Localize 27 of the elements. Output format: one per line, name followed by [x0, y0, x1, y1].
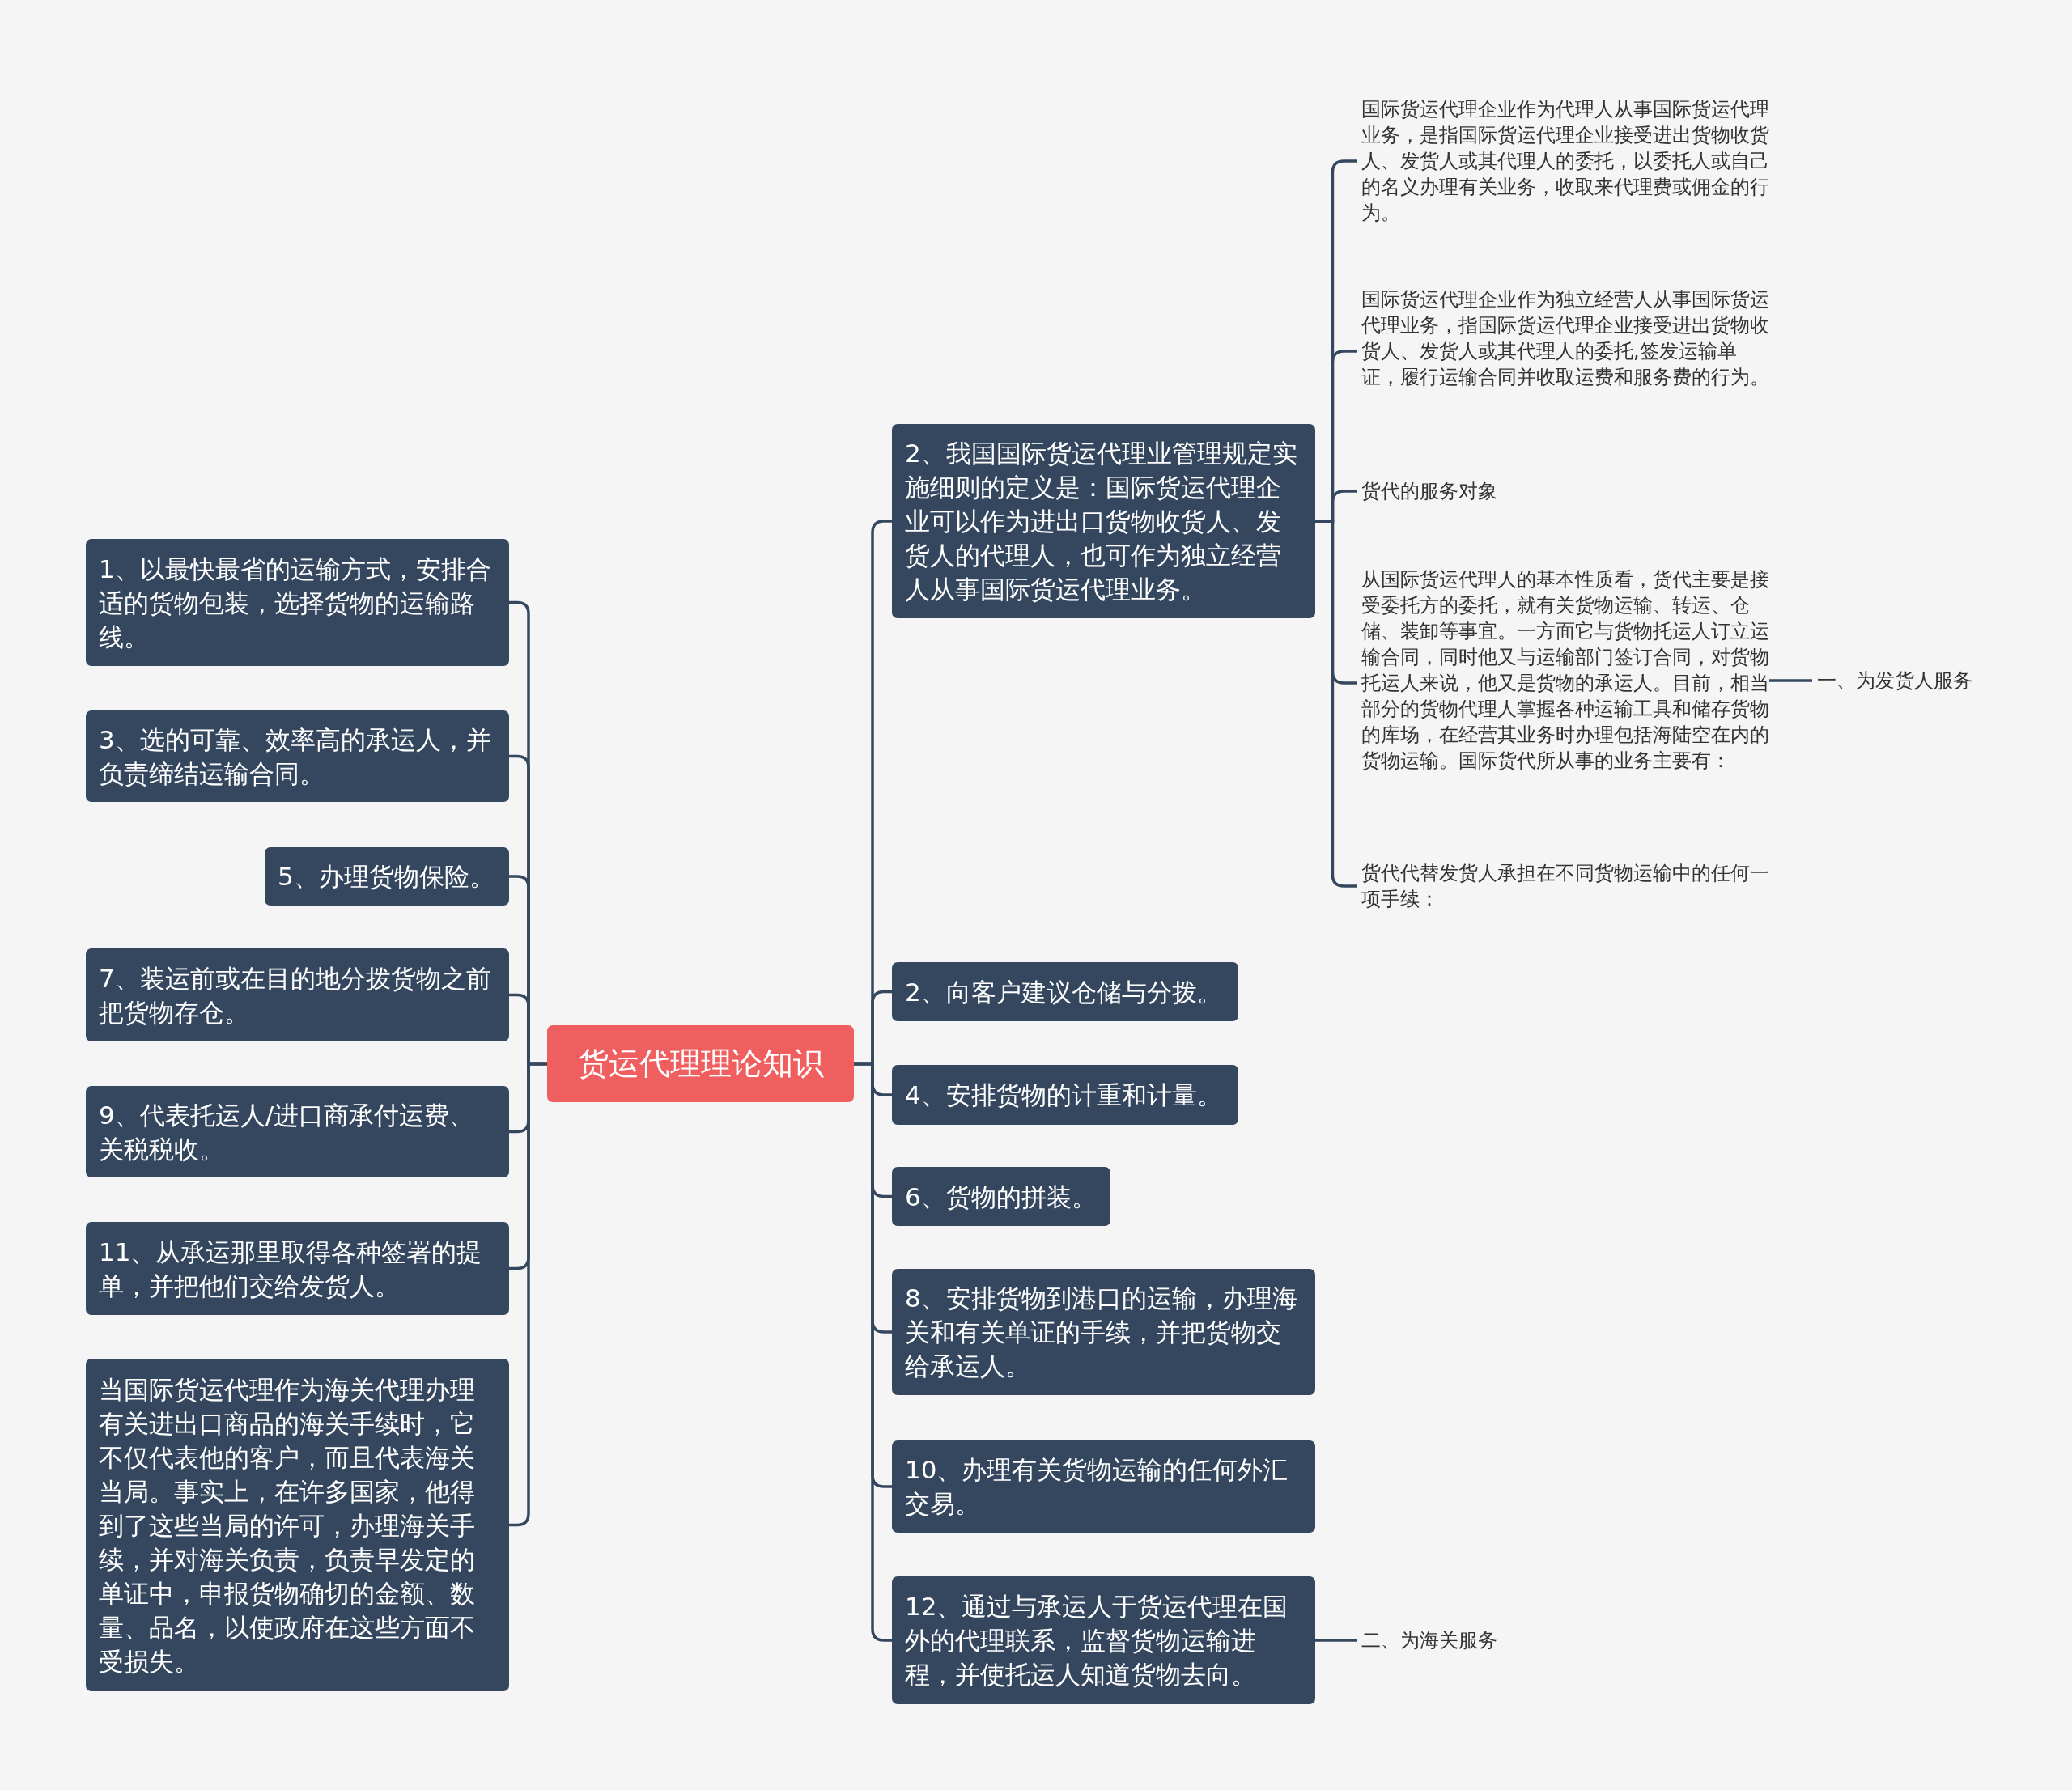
- connector-line: [1315, 1639, 1357, 1642]
- topic-box: 2、我国国际货运代理业管理规定实施细则的定义是：国际货运代理企业可以作为进出口货物收货人、发货人的代理人，也可作为独立经营人从事国际货运代理业务。: [892, 424, 1315, 618]
- topic-box: 12、通过与承运人于货运代理在国外的代理联系，监督货物运输进程，并使托运人知道货物去向。: [892, 1576, 1315, 1704]
- topic-box: 当国际货运代理作为海关代理办理有关进出口商品的海关手续时，它不仅代表他的客户，而且代表海关当局。事实上，在许多国家，他得到了这些当局的许可，办理海关手续，并对海关负责，负责早发定的单证中，申报货物确切的金额、数量、品名，以使政府在这些方面不受损失。: [86, 1359, 509, 1691]
- topic-box: 4、安排货物的计重和计量。: [892, 1065, 1238, 1125]
- connector-line: [854, 1062, 892, 1642]
- connector-line: [1315, 520, 1357, 888]
- topic-box: 5、办理货物保险。: [265, 847, 509, 906]
- note-text: 货代的服务对象: [1361, 478, 1770, 504]
- note-text: 二、为海关服务: [1361, 1627, 1572, 1653]
- topic-box: 8、安排货物到港口的运输，办理海关和有关单证的手续，并把货物交给承运人。: [892, 1269, 1315, 1395]
- topic-box: 2、向客户建议仓储与分拨。: [892, 962, 1238, 1021]
- topic-box: 1、以最快最省的运输方式，安排合适的货物包装，选择货物的运输路线。: [86, 539, 509, 666]
- topic-box: 6、货物的拼装。: [892, 1167, 1110, 1226]
- topic-box: 9、代表托运人/进口商承付运费、关税税收。: [86, 1086, 509, 1177]
- topic-box: 3、选的可靠、效率高的承运人，并负责缔结运输合同。: [86, 710, 509, 802]
- topic-box: 7、装运前或在目的地分拨货物之前把货物存仓。: [86, 948, 509, 1041]
- note-text: 国际货运代理企业作为独立经营人从事国际货运代理业务，指国际货运代理企业接受进出货物收货人、发货人或其代理人的委托,签发运输单证，履行运输合同并收取运费和服务费的行为。: [1361, 286, 1770, 390]
- note-text: 货代代替发货人承担在不同货物运输中的任何一项手续：: [1361, 860, 1770, 912]
- central-topic-box: 货运代理理论知识: [547, 1025, 854, 1102]
- note-text: 一、为发货人服务: [1817, 668, 2027, 694]
- connector-line: [1769, 679, 1812, 682]
- connector-line: [509, 1062, 547, 1527]
- note-text: 从国际货运代理人的基本性质看，货代主要是接受委托方的委托，就有关货物运输、转运、仓储、装卸等事宜。一方面它与货物托运人订立运输合同，同时他又与运输部门签订合同，对货物托运人来说，他又是货物的承运人。目前，相当部分的货物代理人掌握各种运输工具和储存货物的库场，在经营其业务时办理包括海陆空在内的货物运输。国际货代所从事的业务主要有：: [1361, 566, 1770, 774]
- topic-box: 11、从承运那里取得各种签署的提单，并把他们交给发货人。: [86, 1222, 509, 1315]
- note-text: 国际货运代理企业作为代理人从事国际货运代理业务，是指国际货运代理企业接受进出货物收货人、发货人或其代理人的委托，以委托人或自己的名义办理有关业务，收取来代理费或佣金的行为。: [1361, 96, 1770, 226]
- topic-box: 10、办理有关货物运输的任何外汇交易。: [892, 1440, 1315, 1533]
